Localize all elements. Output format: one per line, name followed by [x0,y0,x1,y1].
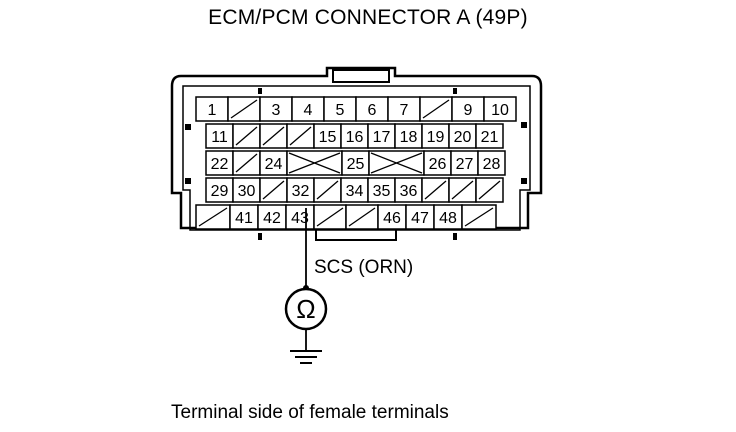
empty-cavity [259,123,288,149]
terminal-cell: 21 [475,123,504,149]
terminal-cell: 11 [205,123,234,149]
terminal-cell: 34 [340,177,369,203]
terminal-cell: 41 [229,204,259,230]
terminal-number: 20 [454,129,472,146]
terminal-cell: 29 [205,177,234,203]
terminal-cell: 17 [367,123,396,149]
empty-cavity [286,123,315,149]
terminal-number: 27 [456,156,474,173]
wire-label: SCS (ORN) [314,257,414,278]
terminal-number: 48 [439,210,457,227]
terminal-number: 18 [400,129,418,146]
terminal-cell: 43 [285,204,315,230]
ground-icon [290,350,322,364]
empty-cavity [475,177,504,203]
terminal-cell: 18 [394,123,423,149]
terminal-cell: 20 [448,123,477,149]
terminal-cell: 7 [387,96,421,122]
terminal-cell: 5 [323,96,357,122]
terminal-number: 28 [483,156,501,173]
terminal-number: 35 [373,183,391,200]
terminal-cell: 10 [483,96,517,122]
terminal-number: 17 [373,129,391,146]
terminal-number: 16 [346,129,364,146]
empty-cavity [313,177,342,203]
terminal-number: 32 [292,183,310,200]
ohm-symbol: Ω [296,294,315,324]
diagram-caption: Terminal side of female terminals [171,402,449,423]
terminal-cell: 35 [367,177,396,203]
terminal-number: 22 [211,156,229,173]
terminal-cell: 46 [377,204,407,230]
empty-cavity [448,177,477,203]
terminal-number: 4 [304,102,313,119]
terminal-number: 6 [368,102,377,119]
terminal-cell: 22 [205,150,234,176]
terminal-number: 9 [464,102,473,119]
empty-cavity [232,150,261,176]
terminal-number: 19 [427,129,445,146]
terminal-number: 36 [400,183,418,200]
terminal-cell: 24 [259,150,288,176]
ohmmeter: Ω [284,287,328,331]
terminal-cell: 26 [423,150,452,176]
housing-tabs [185,88,527,240]
terminal-number: 25 [347,156,365,173]
diagram-title: ECM/PCM CONNECTOR A (49P) [208,6,528,29]
terminal-number: 42 [263,210,281,227]
terminal-cell: 6 [355,96,389,122]
empty-cavity [259,177,288,203]
terminal-number: 34 [346,183,364,200]
connector-housing [170,66,543,241]
empty-cavity [345,204,379,230]
empty-cavity [195,204,231,230]
terminal-cell: 28 [477,150,506,176]
terminal-cell: 25 [341,150,370,176]
terminal-number: 7 [400,102,409,119]
terminal-cell: 1 [195,96,229,122]
terminal-cell: 30 [232,177,261,203]
terminal-cell: 3 [259,96,293,122]
terminal-number: 26 [429,156,447,173]
empty-cavity [461,204,497,230]
empty-cavity [227,96,261,122]
terminal-number: 46 [383,210,401,227]
terminal-cell: 48 [433,204,463,230]
terminal-number: 1 [208,102,217,119]
terminal-number: 3 [272,102,281,119]
terminal-cell: 47 [405,204,435,230]
terminal-cell: 16 [340,123,369,149]
empty-cavity [419,96,453,122]
empty-cavity [232,123,261,149]
terminal-number: 5 [336,102,345,119]
terminal-cell: 32 [286,177,315,203]
terminal-cell: 36 [394,177,423,203]
terminal-number: 43 [291,210,309,227]
terminal-number: 29 [211,183,229,200]
terminal-cell: 4 [291,96,325,122]
terminal-cell: 42 [257,204,287,230]
terminal-cell: 15 [313,123,342,149]
terminal-cell: 27 [450,150,479,176]
terminal-number: 15 [319,129,337,146]
empty-cavity [313,204,347,230]
terminal-number: 47 [411,210,429,227]
terminal-cell: 19 [421,123,450,149]
empty-cavity [421,177,450,203]
terminal-number: 24 [265,156,283,173]
terminal-number: 11 [211,129,228,146]
terminal-number: 21 [481,129,499,146]
terminal-number: 10 [491,102,509,119]
blocked-cavity [368,150,425,176]
terminal-cell: 9 [451,96,485,122]
terminal-number: 41 [235,210,253,227]
terminal-number: 30 [238,183,256,200]
blocked-cavity [286,150,343,176]
